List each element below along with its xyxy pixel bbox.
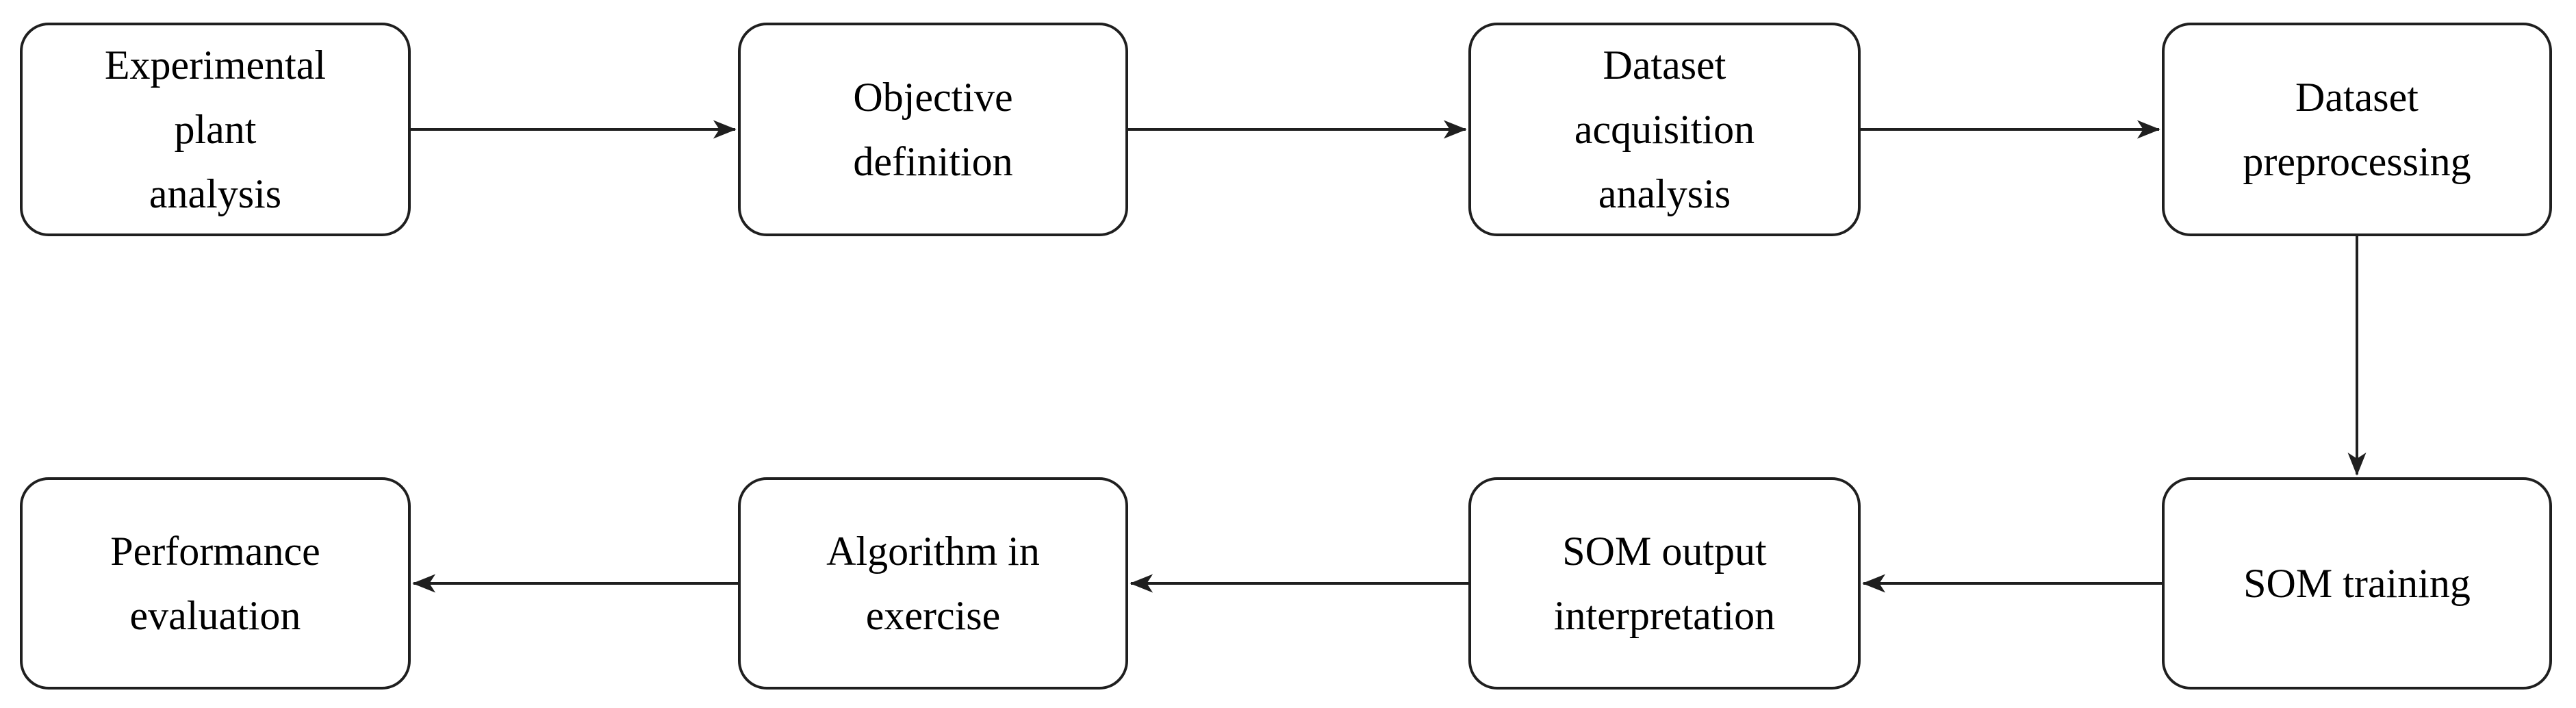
node-som-output-interpretation: SOM output interpretation <box>1468 477 1861 690</box>
node-algorithm-in-exercise: Algorithm in exercise <box>738 477 1128 690</box>
node-experimental-plant-analysis: Experimental plant analysis <box>20 23 411 236</box>
node-label: Dataset acquisition analysis <box>1574 42 1755 216</box>
node-label: Dataset preprocessing <box>2243 75 2471 184</box>
node-label: SOM output interpretation <box>1553 529 1776 638</box>
node-som-training: SOM training <box>2162 477 2552 690</box>
node-label: SOM training <box>2243 561 2471 606</box>
node-objective-definition: Objective definition <box>738 23 1128 236</box>
node-label: Experimental plant analysis <box>104 42 327 216</box>
node-label: Objective definition <box>853 75 1013 184</box>
node-label: Performance evaluation <box>110 529 320 638</box>
node-dataset-acquisition-analysis: Dataset acquisition analysis <box>1468 23 1861 236</box>
node-dataset-preprocessing: Dataset preprocessing <box>2162 23 2552 236</box>
node-performance-evaluation: Performance evaluation <box>20 477 411 690</box>
node-label: Algorithm in exercise <box>826 529 1040 638</box>
